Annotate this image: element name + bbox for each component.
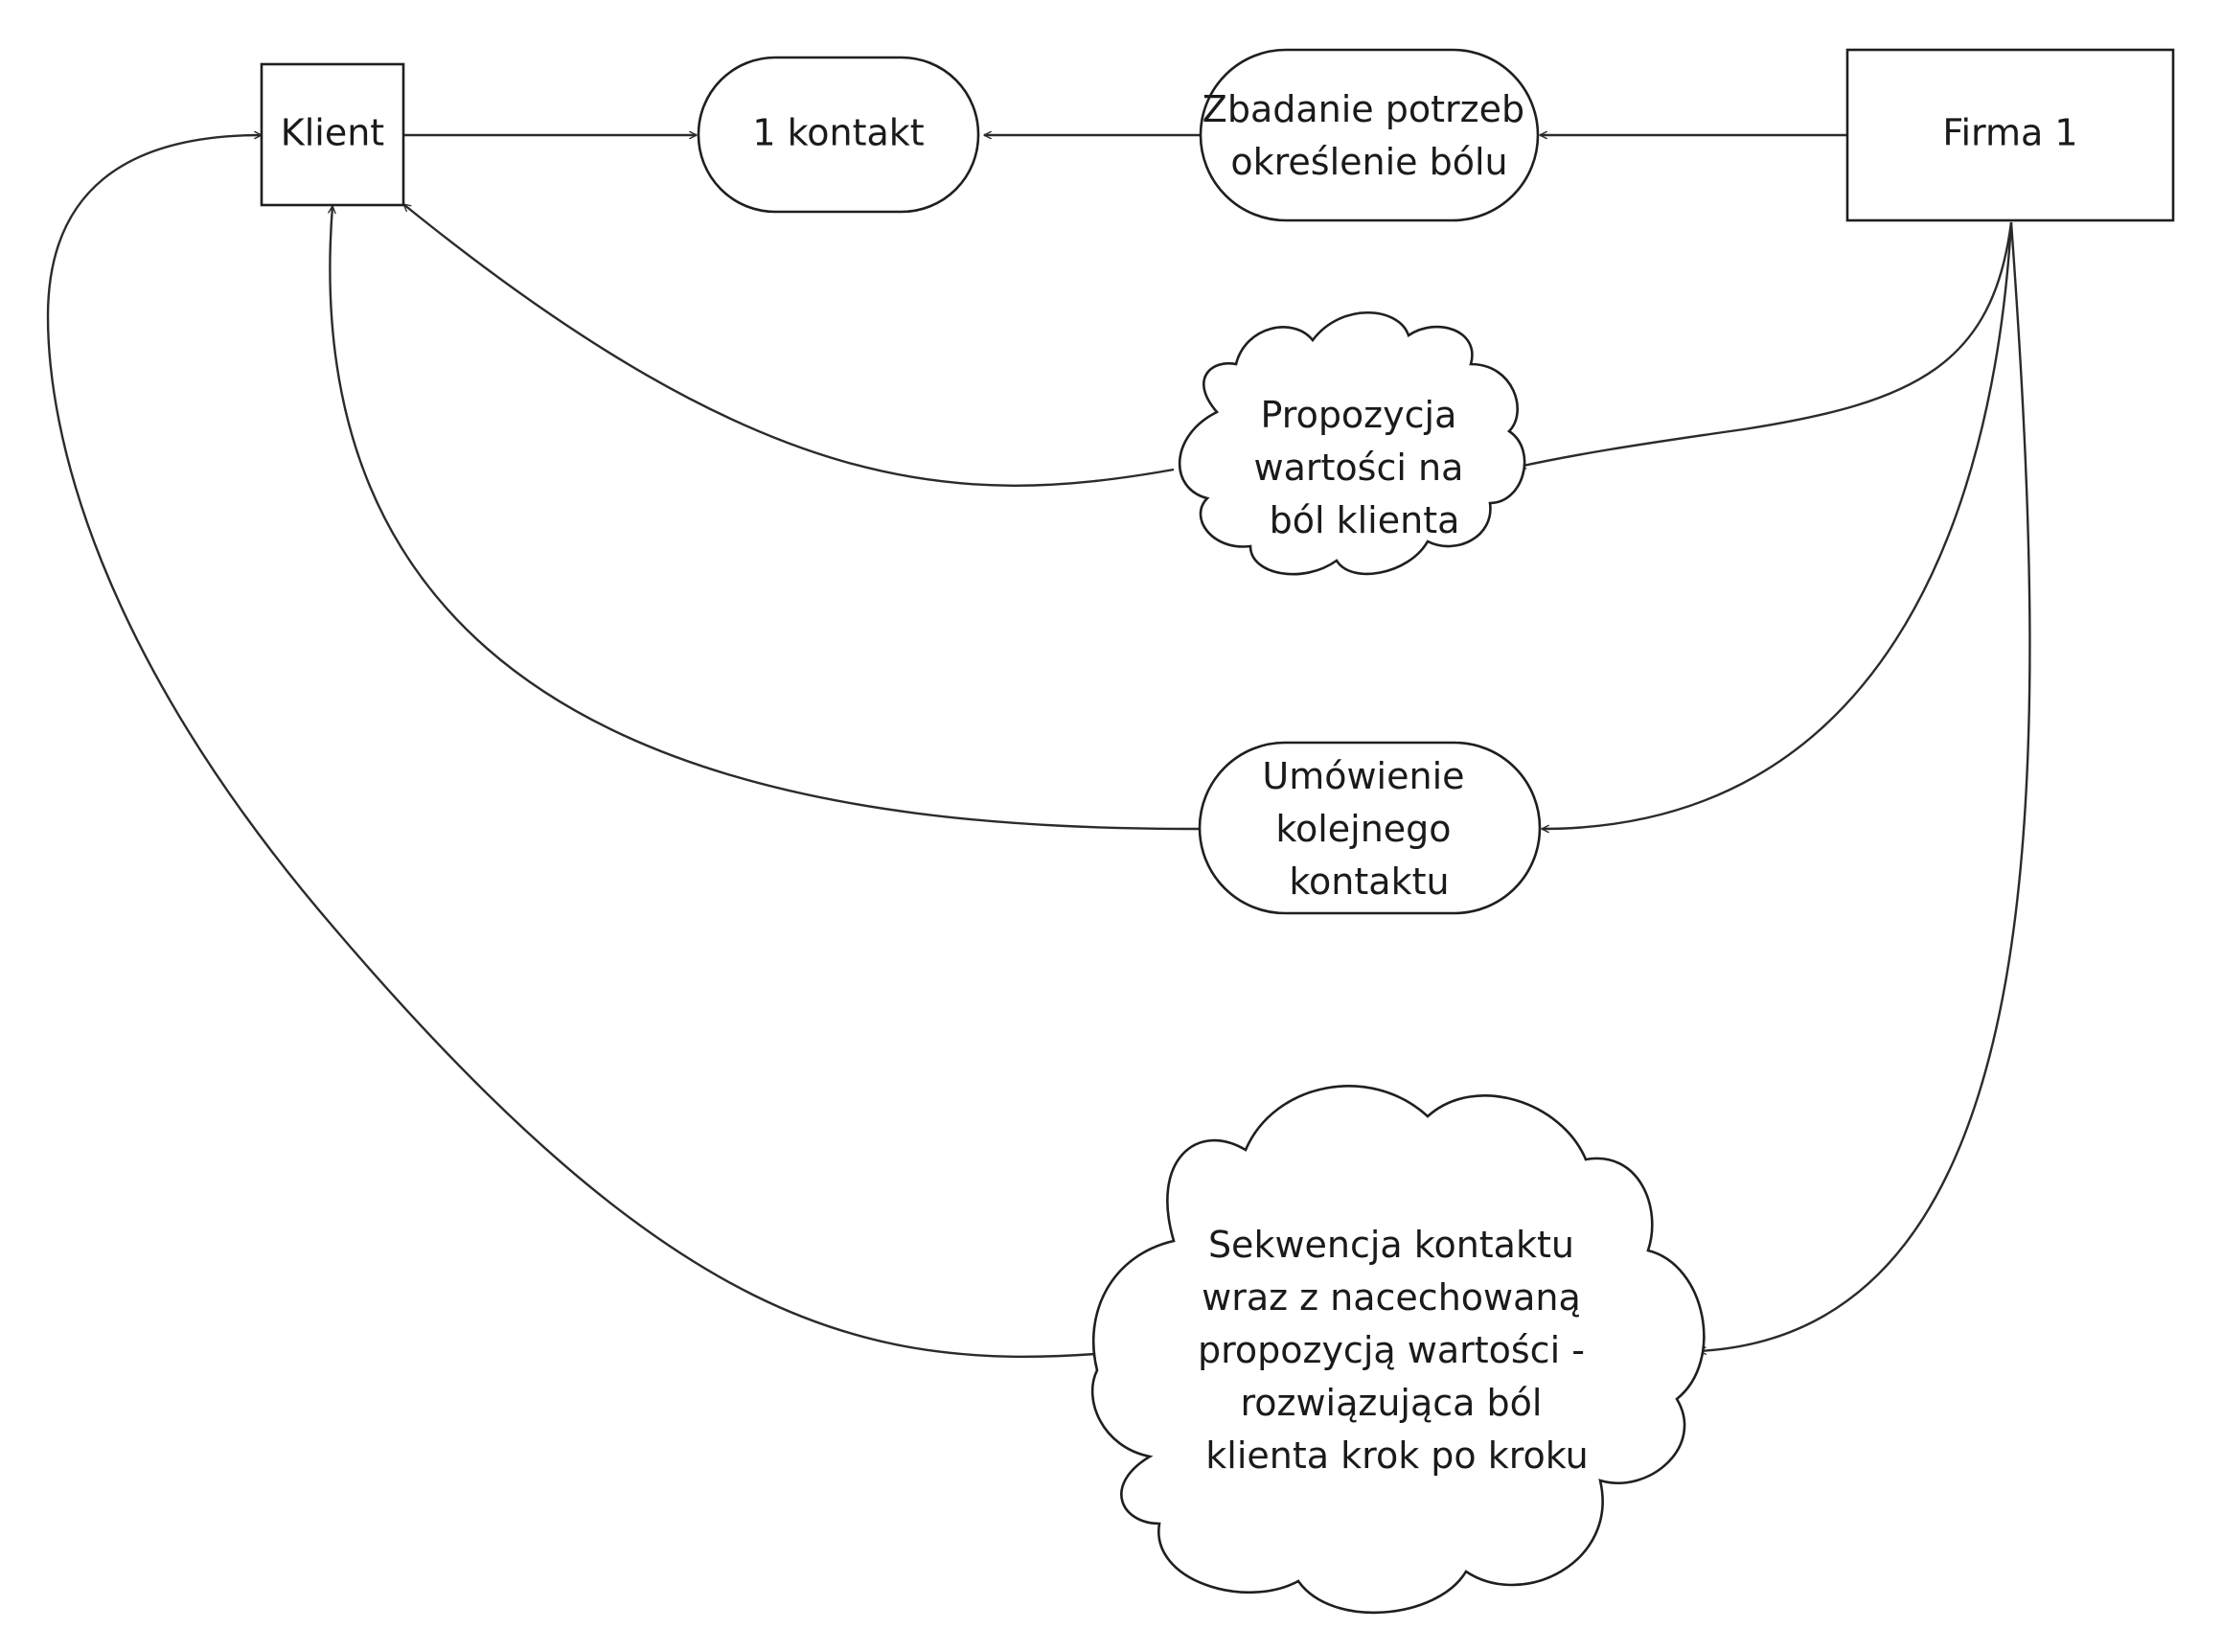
zbadanie-label-line-1: Zbadanie potrzeb <box>1203 88 1524 130</box>
edges <box>46 130 2031 1358</box>
node-zbadanie: Zbadanie potrzeb określenie bólu <box>1199 48 1540 222</box>
umowienie-label: Umówienie kolejnego kontaktu <box>1262 755 1476 903</box>
sekwencja-label: Sekwencja kontaktu wraz z nacechowaną pr… <box>1198 1224 1596 1477</box>
edge-sekwencja-to-klient <box>46 130 1096 1358</box>
umowienie-label-line-2: kolejnego <box>1275 808 1451 850</box>
umowienie-label-line-1: Umówienie <box>1262 755 1464 797</box>
edge-firma-to-propozycja <box>1518 221 2013 470</box>
zbadanie-stadium <box>1199 48 1540 222</box>
firma-box <box>1845 48 2175 222</box>
propozycja-label: Propozycja wartości na ból klienta <box>1254 394 1476 541</box>
edge-umowienie-to-klient <box>328 205 1200 831</box>
node-sekwencja: Sekwencja kontaktu wraz z nacechowaną pr… <box>1090 1085 1706 1615</box>
propozycja-label-line-1: Propozycja <box>1261 394 1457 436</box>
kontakt-stadium <box>697 56 980 214</box>
firma-label: Firma 1 <box>1942 112 2077 154</box>
umowienie-stadium <box>1198 741 1542 915</box>
edge-firma-to-umowienie <box>1541 221 2013 834</box>
node-firma: Firma 1 <box>1845 48 2175 222</box>
klient-label: Klient <box>281 112 384 154</box>
edge-firma-to-sekwencja <box>1698 221 2031 1355</box>
sekwencja-cloud <box>1090 1085 1706 1615</box>
kontakt-label: 1 kontakt <box>752 112 924 154</box>
node-kontakt: 1 kontakt <box>697 56 980 214</box>
zbadanie-label: Zbadanie potrzeb określenie bólu <box>1203 88 1536 183</box>
sekwencja-label-line-2: wraz z nacechowaną <box>1202 1276 1581 1319</box>
sekwencja-label-line-1: Sekwencja kontaktu <box>1208 1224 1574 1266</box>
sekwencja-label-line-5: klienta krok po kroku <box>1205 1434 1588 1477</box>
edge-propozycja-to-klient <box>402 203 1175 487</box>
propozycja-cloud <box>1178 310 1526 576</box>
klient-box <box>260 62 405 207</box>
umowienie-label-line-3: kontaktu <box>1289 860 1449 903</box>
node-klient: Klient <box>260 62 405 207</box>
sekwencja-label-line-4: rozwiązująca ból <box>1240 1382 1542 1424</box>
node-propozycja: Propozycja wartości na ból klienta <box>1178 310 1526 576</box>
propozycja-label-line-3: ból klienta <box>1270 499 1460 541</box>
propozycja-label-line-2: wartości na <box>1254 447 1464 489</box>
node-umowienie: Umówienie kolejnego kontaktu <box>1198 741 1542 915</box>
zbadanie-label-line-2: określenie bólu <box>1230 141 1507 183</box>
sekwencja-label-line-3: propozycją wartości - <box>1198 1329 1585 1371</box>
